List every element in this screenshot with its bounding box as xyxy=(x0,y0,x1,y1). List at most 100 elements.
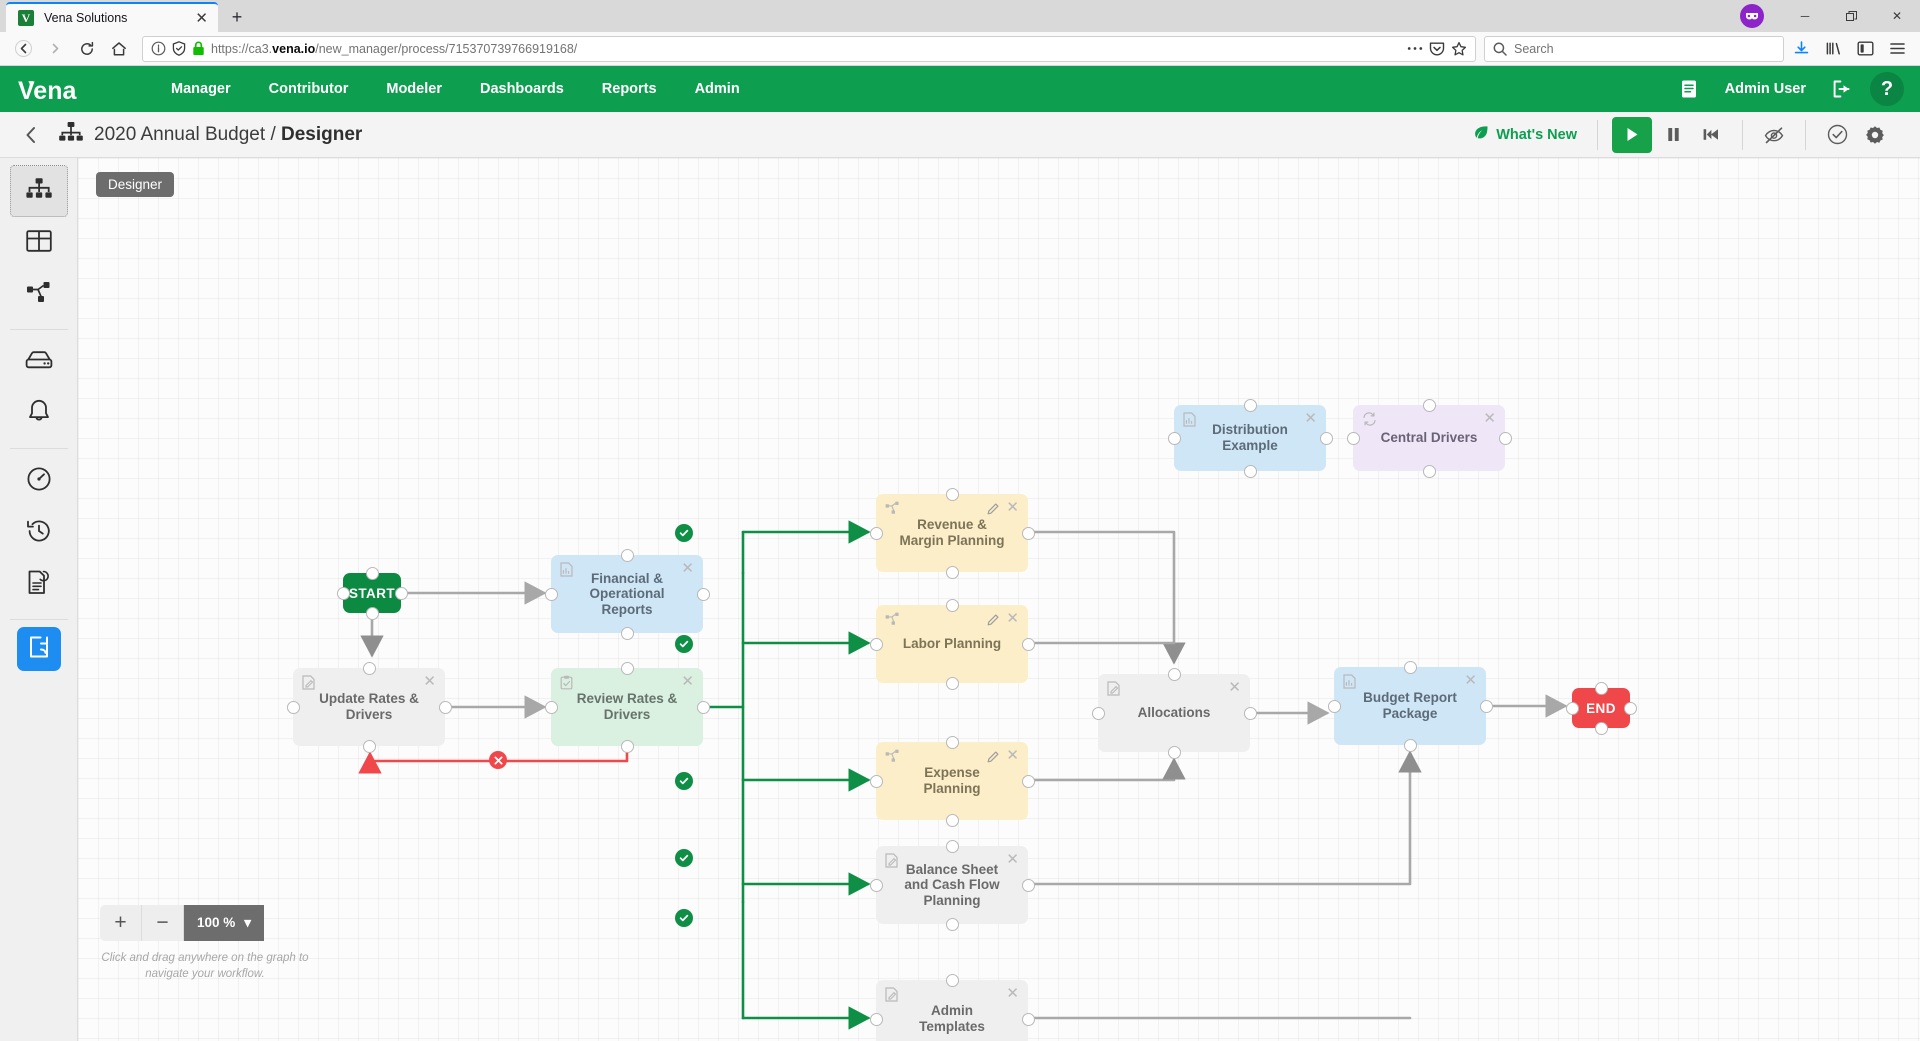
node-close-icon[interactable]: ✕ xyxy=(681,560,694,577)
port-left[interactable] xyxy=(1346,431,1360,445)
home-icon[interactable] xyxy=(104,35,134,63)
node-close-icon[interactable]: ✕ xyxy=(1006,985,1019,1002)
port-left[interactable] xyxy=(544,700,558,714)
node-close-icon[interactable]: ✕ xyxy=(1006,747,1019,764)
library-icon[interactable] xyxy=(1818,35,1848,63)
port-top[interactable] xyxy=(945,598,959,612)
app-menu-icon[interactable] xyxy=(1882,35,1912,63)
help-button[interactable]: ? xyxy=(1870,72,1904,106)
zoom-out-button[interactable]: − xyxy=(142,904,184,941)
port-right[interactable] xyxy=(1319,431,1333,445)
port-top[interactable] xyxy=(945,839,959,853)
port-right[interactable] xyxy=(696,587,710,601)
port-right[interactable] xyxy=(1021,878,1035,892)
validate-button[interactable] xyxy=(1820,119,1854,151)
pause-button[interactable] xyxy=(1656,119,1690,151)
edge-status-check-labor[interactable] xyxy=(675,635,693,653)
port-right[interactable] xyxy=(1479,699,1493,713)
pocket-icon[interactable] xyxy=(1429,41,1445,57)
port-left[interactable] xyxy=(1091,706,1105,720)
sidebar-icon[interactable] xyxy=(1850,35,1880,63)
tracking-shield-icon[interactable] xyxy=(172,41,186,56)
port-left[interactable] xyxy=(336,586,350,600)
node-distribution-example[interactable]: ✕ Distribution Example xyxy=(1167,398,1333,478)
port-left[interactable] xyxy=(1167,431,1181,445)
tab-close-icon[interactable]: ✕ xyxy=(195,9,208,27)
workflow-canvas[interactable]: Designer xyxy=(78,158,1920,1041)
port-bottom[interactable] xyxy=(1167,745,1181,759)
port-right[interactable] xyxy=(1498,431,1512,445)
port-top[interactable] xyxy=(620,661,634,675)
port-bottom[interactable] xyxy=(365,606,379,620)
port-right[interactable] xyxy=(696,700,710,714)
port-bottom[interactable] xyxy=(362,739,376,753)
port-left[interactable] xyxy=(869,774,883,788)
zoom-in-button[interactable]: + xyxy=(100,904,142,941)
port-right[interactable] xyxy=(1021,774,1035,788)
logout-icon[interactable] xyxy=(1820,66,1864,112)
port-bottom[interactable] xyxy=(1243,464,1257,478)
sidebar-item-notifications[interactable] xyxy=(11,389,67,439)
sidebar-item-audit-log[interactable] xyxy=(11,560,67,610)
node-close-icon[interactable]: ✕ xyxy=(1304,410,1317,427)
reload-icon[interactable] xyxy=(72,35,102,63)
node-expense-planning[interactable]: ✕ Expense Planning xyxy=(869,735,1035,827)
sidebar-item-workflow[interactable] xyxy=(16,627,61,671)
port-bottom[interactable] xyxy=(945,813,959,827)
window-close-button[interactable]: ✕ xyxy=(1891,9,1903,23)
port-left[interactable] xyxy=(869,637,883,651)
sidebar-item-sitemap[interactable] xyxy=(9,165,68,217)
edge-status-check-balance[interactable] xyxy=(675,849,693,867)
node-budget-report-package[interactable]: ✕ Budget Report Package xyxy=(1327,660,1493,752)
port-bottom[interactable] xyxy=(945,676,959,690)
node-central-drivers[interactable]: ✕ Central Drivers xyxy=(1346,398,1512,478)
whats-new-button[interactable]: What's New xyxy=(1473,125,1597,144)
browser-tab[interactable]: V Vena Solutions ✕ xyxy=(6,2,218,32)
extension-mask-icon[interactable] xyxy=(1740,4,1764,28)
more-actions-icon[interactable] xyxy=(1407,46,1423,51)
node-close-icon[interactable]: ✕ xyxy=(1464,672,1477,689)
bookmark-star-icon[interactable] xyxy=(1451,41,1467,57)
nav-contributor[interactable]: Contributor xyxy=(268,81,349,97)
page-back-button[interactable] xyxy=(14,118,48,152)
node-close-icon[interactable]: ✕ xyxy=(423,673,436,690)
notes-icon[interactable] xyxy=(1667,66,1711,112)
port-top[interactable] xyxy=(1422,398,1436,412)
node-admin-templates[interactable]: ✕ Admin Templates xyxy=(869,973,1035,1041)
node-review-rates-drivers[interactable]: ✕ Review Rates & Drivers xyxy=(544,661,710,753)
sidebar-item-grid[interactable] xyxy=(11,218,67,268)
search-input[interactable] xyxy=(1514,41,1775,56)
node-financial-operational-reports[interactable]: ✕ Financial & Operational Reports xyxy=(544,548,710,640)
port-top[interactable] xyxy=(945,973,959,987)
page-info-icon[interactable] xyxy=(151,41,166,56)
sidebar-item-dependencies[interactable] xyxy=(11,270,67,320)
zoom-level-dropdown[interactable]: 100 % ▾ xyxy=(184,904,265,941)
hide-button[interactable] xyxy=(1757,119,1791,151)
downloads-icon[interactable] xyxy=(1786,35,1816,63)
node-update-rates-drivers[interactable]: ✕ Update Rates & Drivers xyxy=(286,661,452,753)
port-left[interactable] xyxy=(286,700,300,714)
port-bottom[interactable] xyxy=(1403,738,1417,752)
node-edit-icon[interactable] xyxy=(987,613,1000,631)
port-top[interactable] xyxy=(365,566,379,580)
port-left[interactable] xyxy=(1327,699,1341,713)
port-left[interactable] xyxy=(869,878,883,892)
port-top[interactable] xyxy=(362,661,376,675)
node-end[interactable]: END xyxy=(1565,681,1637,735)
edge-status-check-expense[interactable] xyxy=(675,772,693,790)
port-bottom[interactable] xyxy=(1594,721,1608,735)
nav-manager[interactable]: Manager xyxy=(171,81,231,97)
port-left[interactable] xyxy=(1565,701,1579,715)
port-top[interactable] xyxy=(945,735,959,749)
nav-admin[interactable]: Admin xyxy=(694,81,740,97)
settings-button[interactable] xyxy=(1858,119,1892,151)
nav-reports[interactable]: Reports xyxy=(601,81,657,97)
sidebar-item-history[interactable] xyxy=(11,508,67,558)
port-left[interactable] xyxy=(544,587,558,601)
port-right[interactable] xyxy=(1623,701,1637,715)
port-top[interactable] xyxy=(1243,398,1257,412)
nav-dashboards[interactable]: Dashboards xyxy=(479,81,564,97)
designer-chip[interactable]: Designer xyxy=(96,172,175,197)
edge-status-check-revenue[interactable] xyxy=(675,524,693,542)
port-top[interactable] xyxy=(1167,667,1181,681)
